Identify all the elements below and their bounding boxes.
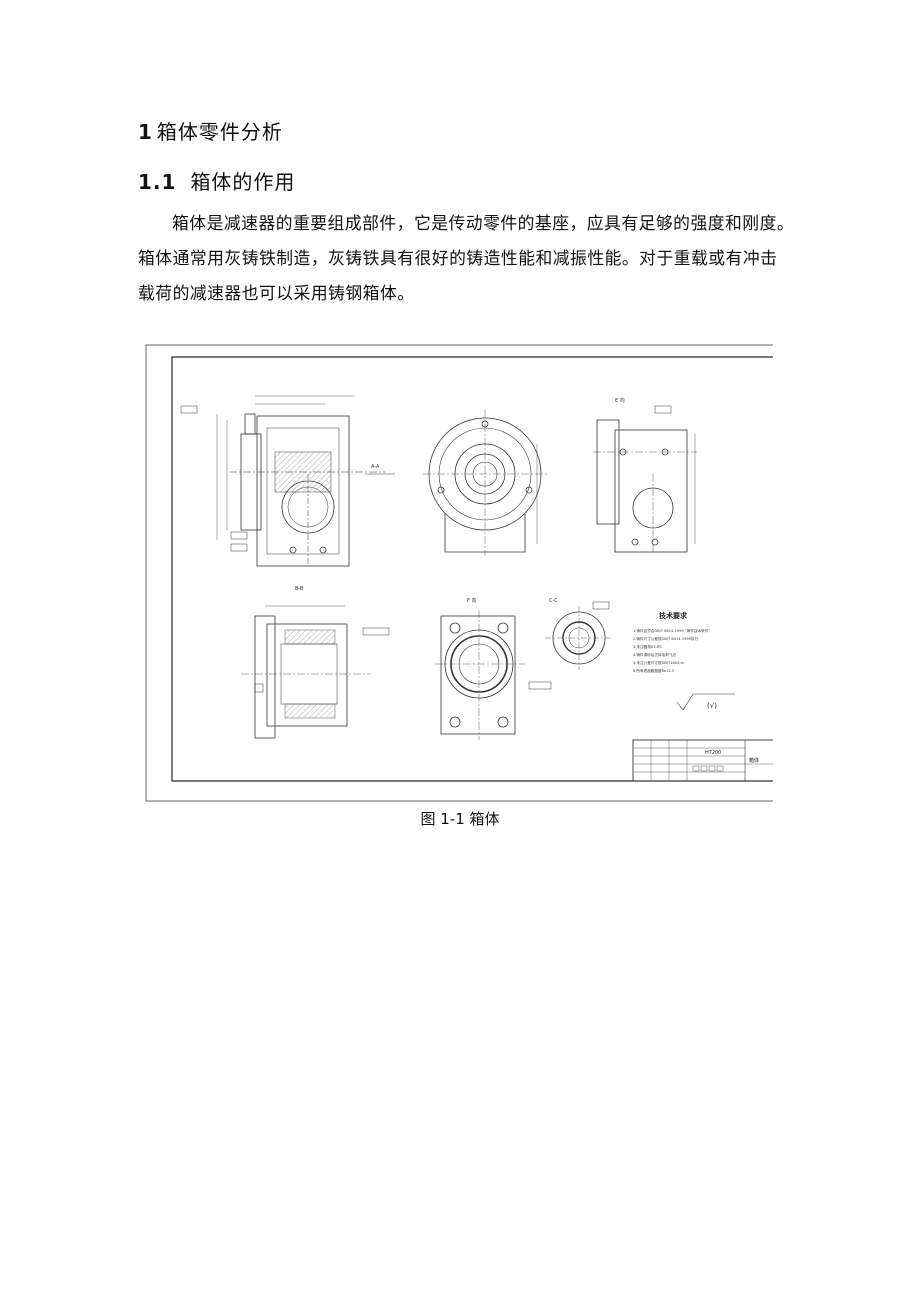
sheet-outer-frame [145,344,773,802]
tech-req-item-6: 6.所有表面粗糙度Ra12.5 [633,668,674,673]
c-section-view [545,601,613,670]
side-circular-view [423,410,547,556]
tech-req-item-5: 5.未注公差尺寸按GB/T1804-m [633,660,685,665]
paragraph-line-3: 载荷的减速器也可以采用铸钢箱体。 [138,283,415,303]
subsection-title: 箱体的作用 [190,170,296,194]
view-label-e: E 向 [615,397,625,404]
f-direction-view [435,610,552,740]
lower-section-view [241,605,390,739]
view-label-section-a: A-A [371,464,380,470]
subsection-number: 1.1 [138,170,177,194]
view-label-c: C-C [549,598,558,604]
body-paragraph: 箱体是减速器的重要组成部件，它是传动零件的基座，应具有足够的强度和刚度。 箱体通… [138,206,828,311]
roughness-note: (√) [707,702,717,710]
tech-req-item-4: 4.铸件清砂后去除毛刺飞边 [633,652,676,657]
view-label-f: F 向 [467,597,476,604]
title-block-part-name: 箱体 [749,757,759,764]
section-title: 箱体零件分析 [156,120,283,144]
tech-req-item-1: 1.铸件应符合GB/T 6414-1999 “铸件技术条件” [633,628,710,633]
engineering-drawing: A-A E 向 B-B [145,344,773,802]
title-block: HT200 箱体 [632,739,773,782]
view-label-b: B-B [295,586,304,592]
figure-caption: 图 1-1 箱体 [420,810,500,828]
paragraph-line-1: 箱体是减速器的重要组成部件，它是传动零件的基座，应具有足够的强度和刚度。 [172,213,795,233]
e-direction-view [593,405,697,554]
title-block-material: HT200 [705,750,721,756]
tech-req-item-2: 2.铸件尺寸公差按GB/T 6414-1999执行 [633,636,699,641]
tech-req-item-3: 3.未注圆角R3-R5 [633,644,662,649]
paragraph-line-2: 箱体通常用灰铸铁制造，灰铸铁具有很好的铸造性能和减振性能。对于重载或有冲击 [138,248,778,268]
technical-requirements: 技术要求 1.铸件应符合GB/T 6414-1999 “铸件技术条件” 2.铸件… [633,611,735,711]
tech-req-title: 技术要求 [659,611,688,620]
section-number: 1 [138,120,153,144]
sheet-inner-frame [171,356,773,782]
subsection-heading: 1.1 箱体的作用 [138,166,295,195]
front-section-view [180,395,395,567]
